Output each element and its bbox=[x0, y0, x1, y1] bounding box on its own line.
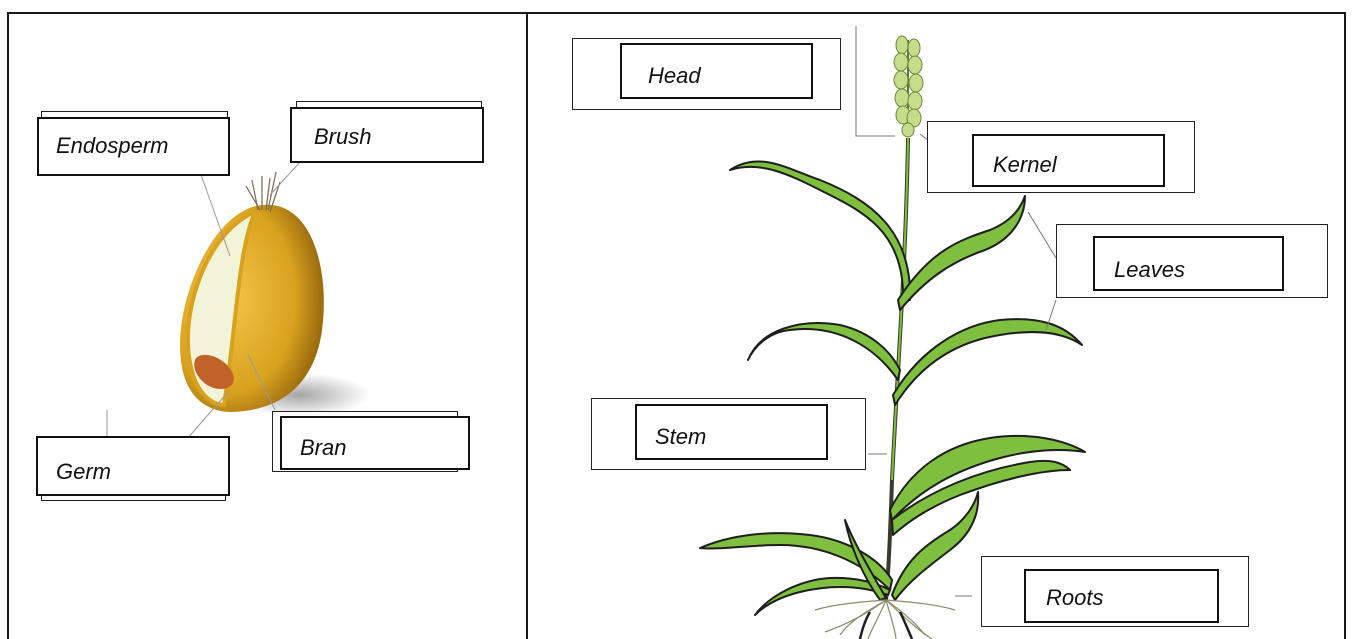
wheat-roots bbox=[815, 600, 955, 639]
stem-label: Stem bbox=[655, 424, 706, 450]
leaf-upper-left bbox=[730, 161, 910, 300]
head-label: Head bbox=[648, 63, 701, 89]
roots-label: Roots bbox=[1046, 585, 1103, 611]
germ-label: Germ bbox=[56, 459, 111, 485]
endosperm-label: Endosperm bbox=[56, 133, 169, 159]
leaf-upper-right bbox=[898, 196, 1025, 310]
bran-label: Bran bbox=[300, 435, 346, 461]
wheat-plant-illustration bbox=[700, 26, 1085, 639]
plant-leader-lines bbox=[856, 26, 1056, 596]
leaves-label: Leaves bbox=[1114, 257, 1185, 283]
kernel-label: Kernel bbox=[993, 152, 1057, 178]
wheat-kernel-illustration bbox=[107, 162, 370, 440]
brush-label: Brush bbox=[314, 124, 371, 150]
wheat-leaves bbox=[700, 161, 1085, 615]
leaf-mid-right bbox=[893, 319, 1082, 405]
wheat-head bbox=[894, 36, 923, 137]
leaf-mid-left bbox=[748, 323, 900, 380]
